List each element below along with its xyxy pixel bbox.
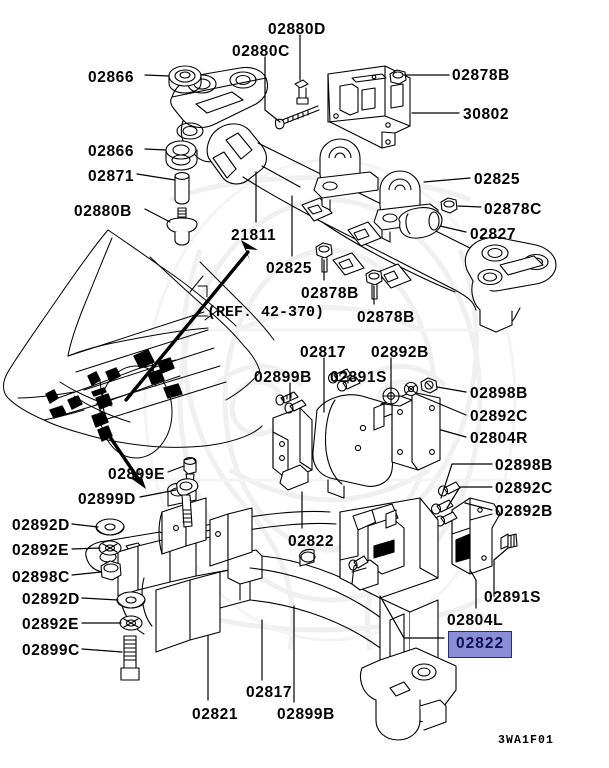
callout-02866-upper[interactable]: 02866: [88, 69, 135, 86]
bolt-02899C: [120, 635, 140, 681]
reference-note: (REF. 42-370): [207, 304, 325, 321]
right-end-mount: [464, 236, 557, 333]
spacer-sleeve: [174, 172, 190, 205]
callout-02825-mid[interactable]: 02825: [266, 260, 313, 277]
callout-02892B-mid[interactable]: 02892B: [371, 344, 429, 361]
bushing-02827: [398, 207, 443, 239]
bolt-02899D: [176, 478, 199, 528]
callout-02892C-upper[interactable]: 02892C: [470, 408, 528, 425]
callout-02899D[interactable]: 02899D: [78, 491, 136, 508]
reference-arrow-upper: [241, 240, 258, 261]
bracket-30802: [327, 65, 411, 149]
callout-02891S-mid[interactable]: 02891S: [330, 369, 388, 386]
reference-arrow-lower: [129, 466, 146, 489]
callout-02892C-lower[interactable]: 02892C: [495, 480, 553, 497]
washer-02892E-lower: [119, 615, 143, 631]
callout-02878C[interactable]: 02878C: [484, 201, 542, 218]
bracket-02804L: [451, 497, 501, 575]
mount-02825-upper: [313, 138, 379, 211]
callout-02871[interactable]: 02871: [88, 168, 135, 185]
callout-02878B-mid1[interactable]: 02878B: [301, 285, 359, 302]
callout-02898B-upper[interactable]: 02898B: [470, 385, 528, 402]
nut-02878C: [440, 197, 458, 214]
callout-02822-center[interactable]: 02822: [288, 533, 335, 550]
callout-02827[interactable]: 02827: [470, 226, 517, 243]
callout-02880B[interactable]: 02880B: [74, 203, 132, 220]
callout-02880D[interactable]: 02880D: [268, 21, 326, 38]
bushing-lower: [165, 140, 198, 171]
callout-02817-bottom[interactable]: 02817: [246, 684, 293, 701]
fastener-02898B-upper: [420, 377, 438, 394]
leader-lines: [71, 34, 509, 703]
fasteners-02892-lower: [430, 481, 461, 527]
callout-02898C[interactable]: 02898C: [12, 569, 70, 586]
vehicle-outline: [3, 229, 275, 459]
drawing-number: 3WA1F01: [498, 734, 555, 747]
washer-02892D-lower: [116, 591, 146, 609]
mount-bolt-02880B: [166, 207, 198, 246]
washer-02892D-upper: [95, 518, 125, 536]
callout-02804R[interactable]: 02804R: [470, 430, 528, 447]
callout-02898B-lower[interactable]: 02898B: [495, 457, 553, 474]
callout-02899E[interactable]: 02899E: [108, 466, 166, 483]
fastener-02892B-upper: [382, 387, 400, 405]
callout-02892D-lower[interactable]: 02892D: [22, 591, 80, 608]
callout-02891S-lower[interactable]: 02891S: [484, 589, 542, 606]
callout-02822-selected[interactable]: 02822: [448, 631, 513, 658]
callout-02892B-lower[interactable]: 02892B: [495, 503, 553, 520]
fastener-02892C-upper: [403, 381, 419, 397]
callout-02825-upper[interactable]: 02825: [474, 171, 521, 188]
callout-02878B-mid2[interactable]: 02878B: [357, 309, 415, 326]
bolt-02880D: [294, 79, 309, 105]
callout-02899B-mid[interactable]: 02899B: [254, 369, 312, 386]
callout-02817-mid[interactable]: 02817: [300, 344, 347, 361]
callout-02899C[interactable]: 02899C: [22, 642, 80, 659]
bolt-02891S-center: [327, 368, 361, 392]
callout-21811[interactable]: 21811: [231, 227, 277, 244]
engine-mount-right-02822: [339, 497, 457, 741]
washer-02892E-upper: [98, 540, 122, 556]
callout-02899B-bottom[interactable]: 02899B: [277, 706, 335, 723]
callout-02892E-upper[interactable]: 02892E: [12, 542, 70, 559]
callout-02878B-top[interactable]: 02878B: [452, 67, 510, 84]
callout-02821[interactable]: 02821: [192, 706, 239, 723]
bolt-02899B-bottom: [299, 548, 316, 567]
callout-02892E-lower[interactable]: 02892E: [22, 616, 80, 633]
nut-02898C: [100, 560, 122, 581]
callout-02804L[interactable]: 02804L: [447, 612, 504, 629]
bracket-02804R: [373, 391, 441, 471]
callout-02866-lower[interactable]: 02866: [88, 143, 135, 160]
vehicle-subframe-detail: [45, 349, 183, 442]
callout-30802[interactable]: 30802: [463, 106, 510, 123]
bolt-02891S-lower: [500, 533, 518, 550]
bushing-upper: [168, 65, 202, 94]
nut-02878B-top: [389, 69, 407, 85]
mount-cushion-left-02822: [272, 391, 313, 491]
callout-02880C[interactable]: 02880C: [232, 43, 290, 60]
bolt-02880C: [274, 105, 320, 130]
callout-02892D-upper[interactable]: 02892D: [12, 517, 70, 534]
